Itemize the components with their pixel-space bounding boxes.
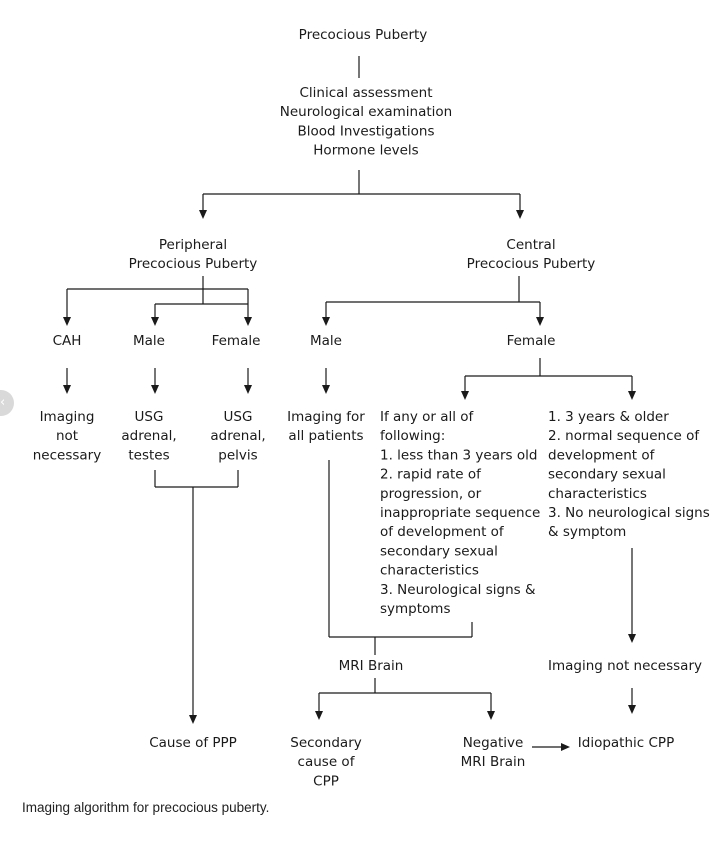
node-line: Neurological examination [280,104,452,120]
node-cah: CAH [53,333,82,349]
node-cf-any: If any or all of following: 1. less than 3… [380,409,540,617]
node-line: 1. 3 years & older [548,409,669,425]
node-line: Cause of PPP [149,735,237,751]
node-img-nn: Imaging not necessary [548,658,702,674]
arrowhead [536,317,544,326]
node-line: symptoms [380,601,450,617]
arrowhead [628,705,636,714]
node-mri: MRI Brain [339,658,404,674]
node-line: characteristics [380,563,479,579]
node-line: not [56,428,78,444]
arrowhead [315,711,323,720]
arrowhead [461,391,469,400]
arrowhead [322,317,330,326]
node-line: MRI Brain [339,658,404,674]
node-line: 3. No neurological signs [548,505,710,521]
node-line: 2. rapid rate of [380,467,482,483]
node-line: Precocious Puberty [129,256,258,272]
node-p-female: Female [212,333,261,349]
node-line: Negative [463,735,524,751]
node-line: necessary [33,447,101,463]
node-line: Female [507,333,556,349]
node-line: inappropriate sequence [380,505,540,521]
node-line: all patients [288,428,363,444]
node-line: adrenal, [210,428,265,444]
node-pm-usg: USG adrenal, testes [121,409,176,463]
arrowhead [561,743,570,751]
node-line: Imaging not necessary [548,658,702,674]
node-line: CAH [53,333,82,349]
node-line: CPP [313,773,339,789]
node-line: MRI Brain [461,754,526,770]
node-line: Male [133,333,165,349]
chevron-left-icon: ‹ [0,395,6,410]
arrowhead [63,385,71,394]
node-line: 2. normal sequence of [548,428,700,444]
node-line: Central [506,237,555,253]
node-line: of development of [380,524,505,540]
node-line: adrenal, [121,428,176,444]
node-line: 3. Neurological signs & [380,582,536,598]
node-cf-older: 1. 3 years & older 2. normal sequence of d… [548,409,710,540]
arrowhead [189,715,197,724]
node-p-male: Male [133,333,165,349]
arrowhead [322,385,330,394]
arrowhead [628,391,636,400]
node-line: USG [135,409,164,425]
arrowhead [487,711,495,720]
node-line: 1. less than 3 years old [380,447,537,463]
arrowhead [151,385,159,394]
node-line: Idiopathic CPP [578,735,674,751]
node-line: Male [310,333,342,349]
node-c-female: Female [507,333,556,349]
node-line: cause of [298,754,356,770]
node-line: development of [548,447,656,463]
node-line: USG [224,409,253,425]
arrowhead [199,210,207,219]
node-line: Imaging [40,409,95,425]
arrowhead [244,385,252,394]
node-line: characteristics [548,486,647,502]
figure-caption: Imaging algorithm for precocious puberty… [22,800,270,815]
node-ppp: Cause of PPP [149,735,237,751]
node-line: Imaging for [287,409,365,425]
carousel-prev-button[interactable]: ‹ [0,390,14,416]
arrowhead [516,210,524,219]
node-line: testes [128,447,169,463]
arrowhead [63,317,71,326]
node-line: Precocious Puberty [467,256,596,272]
node-line: Female [212,333,261,349]
node-pf-usg: USG adrenal, pelvis [210,409,265,463]
node-line: progression, or [380,486,482,502]
node-line: Precocious Puberty [299,27,428,43]
node-line: & symptom [548,524,626,540]
node-line: pelvis [218,447,257,463]
node-line: secondary sexual [380,543,498,559]
node-secondary: Secondary cause of CPP [290,735,362,789]
node-c-male: Male [310,333,342,349]
node-idiopathic: Idiopathic CPP [578,735,674,751]
node-line: Peripheral [159,237,227,253]
node-cm-img: Imaging for all patients [287,409,365,444]
arrowhead [628,634,636,643]
node-line: secondary sexual [548,467,666,483]
node-cah-img: Imaging not necessary [33,409,101,463]
node-line: Secondary [290,735,362,751]
node-root: Precocious Puberty [299,27,428,43]
node-line: following: [380,428,445,444]
arrowhead [151,317,159,326]
flowchart-connectors [63,56,636,751]
node-line: If any or all of [380,409,475,425]
node-line: Hormone levels [313,143,418,159]
node-line: Blood Investigations [297,123,434,139]
arrowhead [244,317,252,326]
node-line: Clinical assessment [300,85,433,101]
